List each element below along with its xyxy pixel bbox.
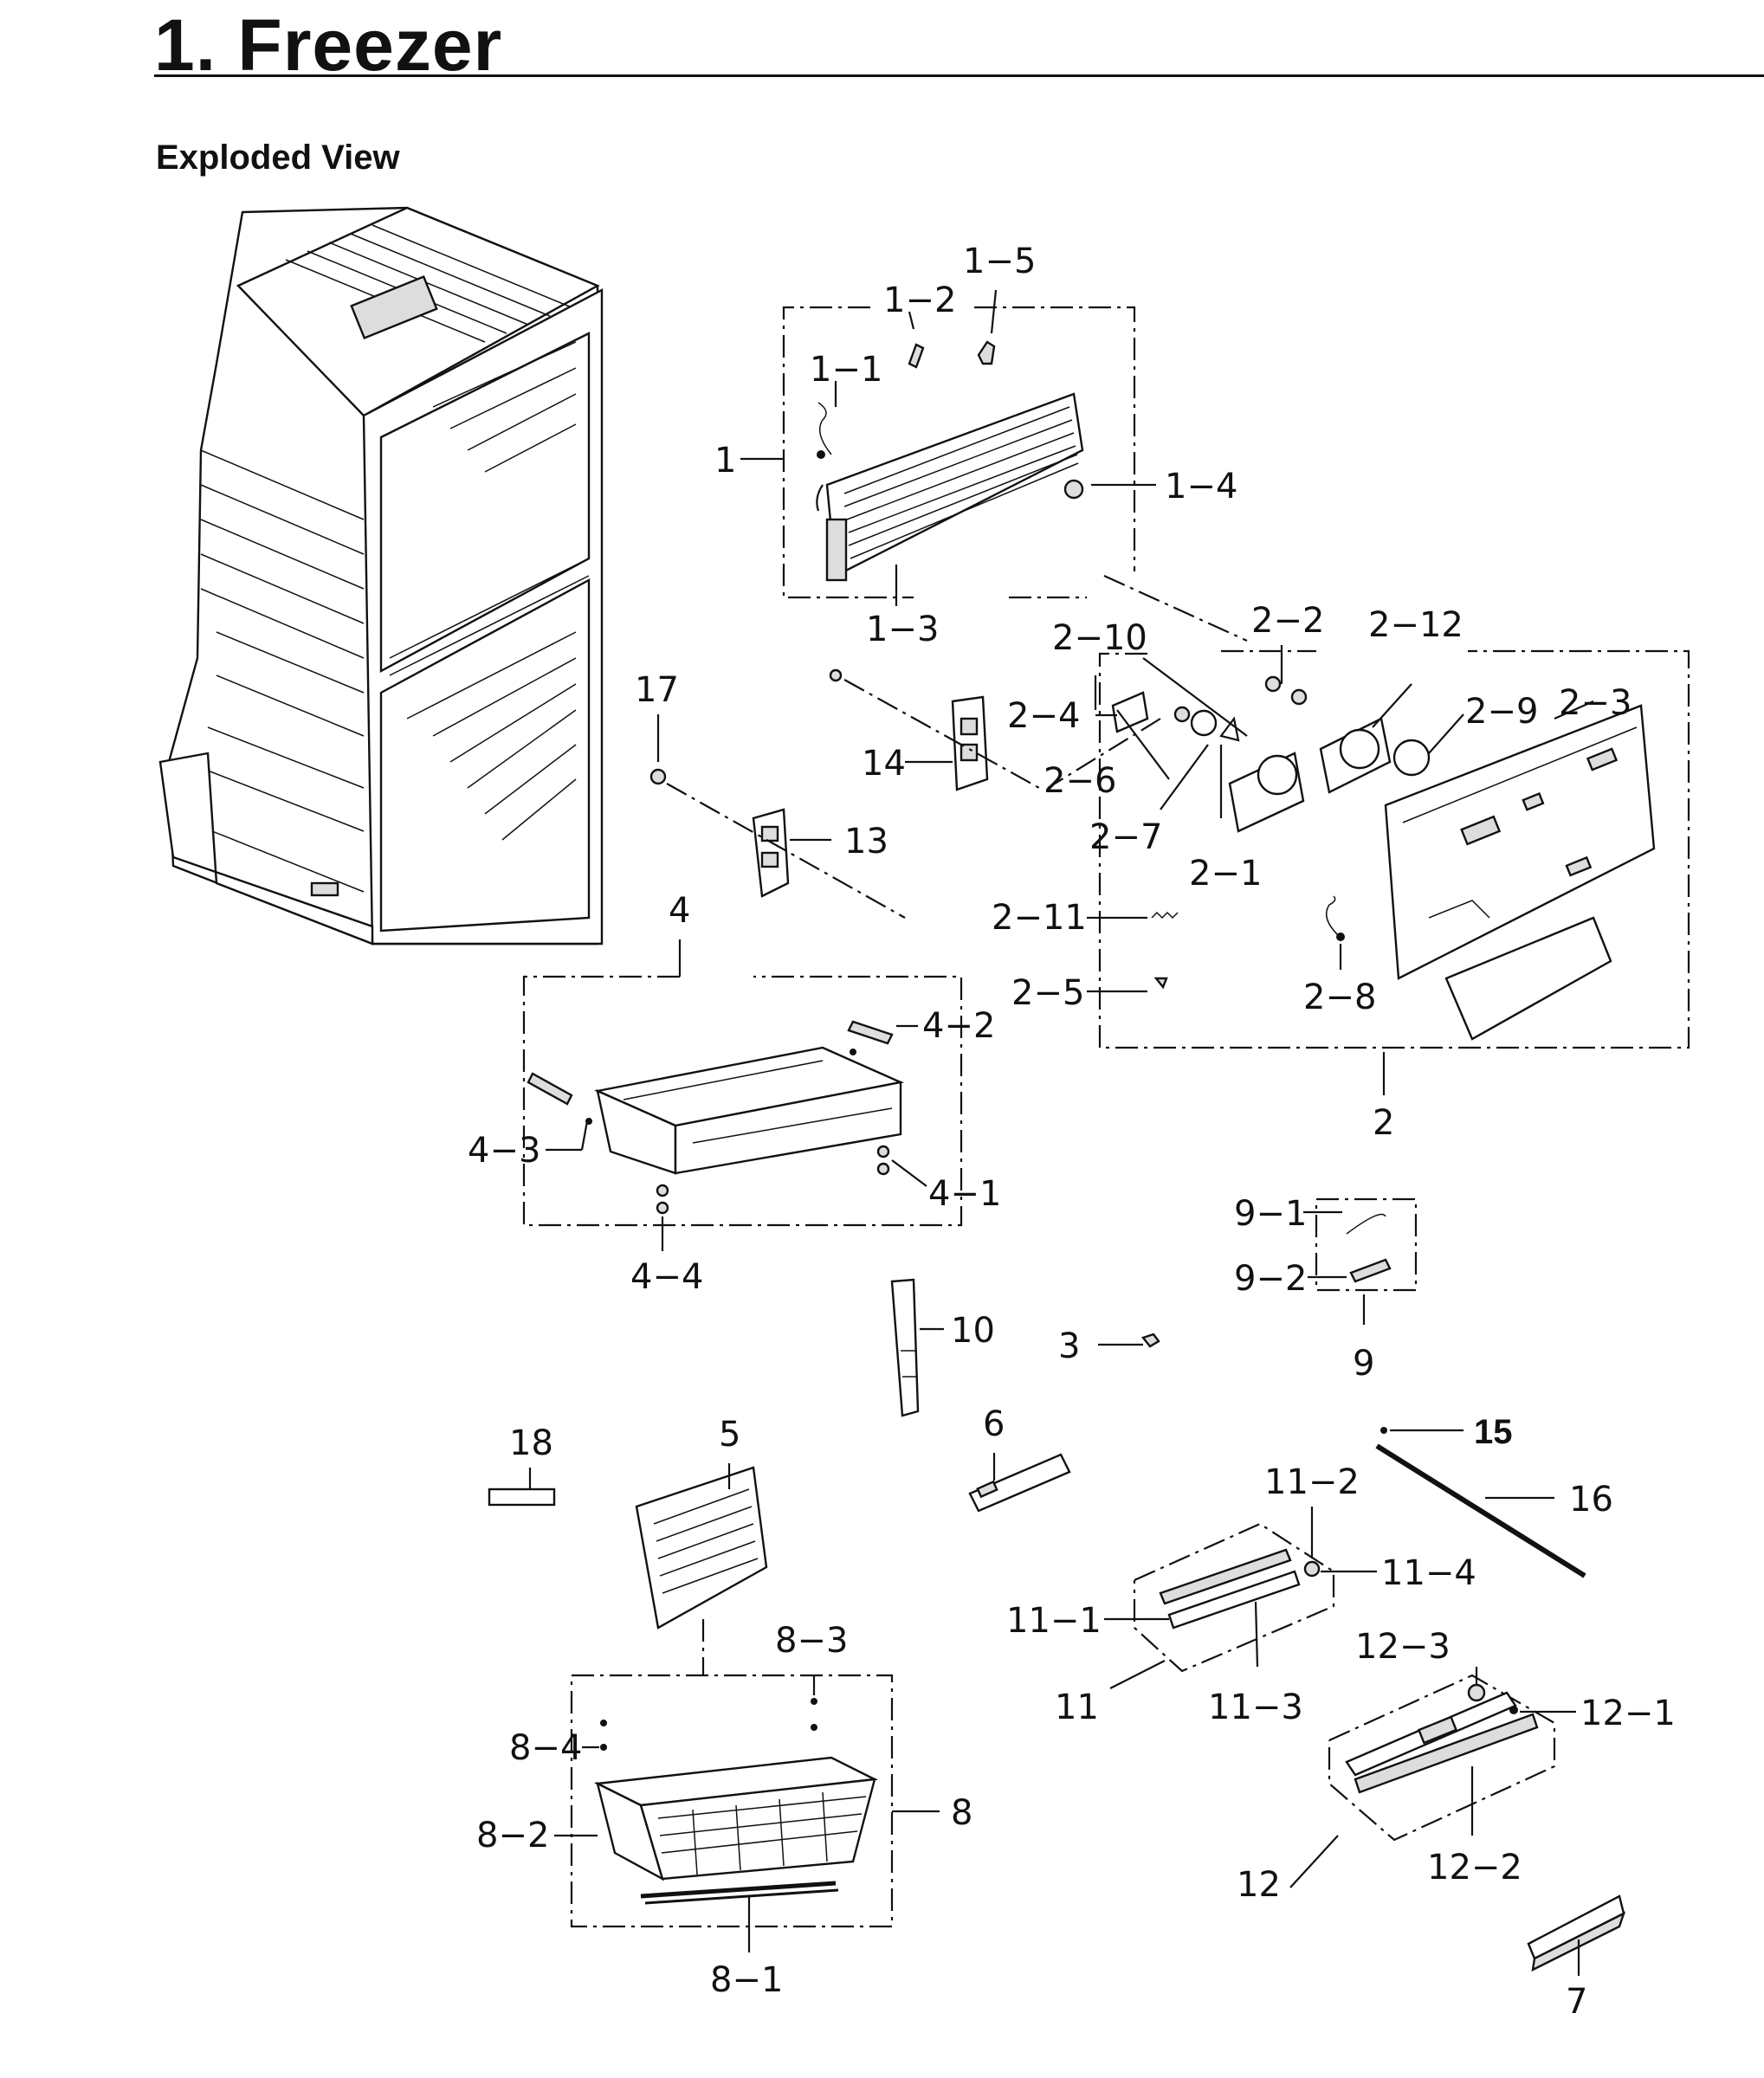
- callout-12: 12: [1237, 1865, 1281, 1905]
- callout-4-3: 4−3: [468, 1131, 540, 1171]
- callout-1-2: 1−2: [883, 281, 956, 320]
- rail-assembly-12: [1289, 1667, 1576, 1888]
- callout-11-4: 11−4: [1381, 1553, 1476, 1593]
- callout-14: 14: [862, 744, 906, 784]
- callout-2-1: 2−1: [1189, 854, 1262, 894]
- callout-9-1: 9−1: [1234, 1194, 1307, 1234]
- callout-11-2: 11−2: [1264, 1462, 1360, 1502]
- callout-18: 18: [509, 1423, 553, 1463]
- upper-drawer-assembly: [522, 939, 963, 1251]
- callout-12-1: 12−1: [1580, 1694, 1676, 1733]
- callout-8-1: 8−1: [710, 1960, 783, 2000]
- lower-basket-assembly: [554, 1674, 940, 1952]
- callout-9: 9: [1353, 1344, 1374, 1384]
- evaporator-assembly: [740, 289, 1248, 642]
- callout-2: 2: [1373, 1103, 1394, 1143]
- callout-2-6: 2−6: [1044, 761, 1116, 801]
- callout-4-4: 4−4: [630, 1257, 703, 1297]
- callout-2-2: 2−2: [1251, 601, 1324, 641]
- callout-4: 4: [669, 891, 690, 931]
- callout-3: 3: [1058, 1326, 1080, 1366]
- rail-assembly-11: [1104, 1507, 1377, 1689]
- callout-2-10: 2−10: [1052, 618, 1147, 658]
- callout-2-9: 2−9: [1465, 692, 1538, 732]
- callout-2-4: 2−4: [1007, 696, 1080, 736]
- callout-15: 15: [1474, 1413, 1513, 1451]
- parts-3-9-10: [890, 1197, 1418, 1417]
- callout-4-1: 4−1: [928, 1174, 1001, 1214]
- page-title: 1. Freezer: [154, 4, 503, 86]
- callout-5: 5: [719, 1415, 740, 1455]
- part-7: [1527, 1894, 1626, 1976]
- callout-2-5: 2−5: [1011, 973, 1084, 1013]
- callout-1-4: 1−4: [1165, 467, 1237, 507]
- callout-labels: 1 1−1 1−2 1−3 1−4 1−5 2 2−1 2−2 2−3 2−4 …: [468, 242, 1676, 2022]
- callout-2-11: 2−11: [992, 898, 1087, 938]
- callout-2-8: 2−8: [1303, 978, 1376, 1017]
- divider-part-5: [635, 1463, 768, 1675]
- callout-11-3: 11−3: [1208, 1688, 1303, 1727]
- callout-2-7: 2−7: [1089, 817, 1162, 857]
- callout-2-3: 2−3: [1559, 683, 1632, 723]
- callout-8: 8: [951, 1793, 972, 1833]
- callout-17: 17: [635, 670, 679, 710]
- callout-13: 13: [844, 822, 888, 862]
- duct-cover-assembly: [1047, 645, 1690, 1095]
- callout-7: 7: [1566, 1982, 1587, 2022]
- callout-11: 11: [1055, 1688, 1099, 1727]
- callout-6: 6: [983, 1404, 1005, 1444]
- callout-8-3: 8−3: [775, 1621, 848, 1661]
- duct-parts-13-14-17: [649, 668, 1040, 919]
- parts-6-15-16-18: [488, 1427, 1586, 1578]
- freezer-cabinet-illustration: [158, 206, 604, 945]
- callout-10: 10: [951, 1311, 995, 1351]
- callout-8-4: 8−4: [509, 1728, 582, 1768]
- callout-16: 16: [1569, 1480, 1613, 1520]
- callout-12-2: 12−2: [1427, 1848, 1522, 1888]
- callout-1-1: 1−1: [810, 350, 882, 390]
- callout-1-5: 1−5: [963, 242, 1036, 281]
- section-label: Exploded View: [156, 139, 400, 177]
- callout-1: 1: [714, 441, 736, 481]
- callout-2-12: 2−12: [1368, 605, 1464, 645]
- callout-4-2: 4−2: [922, 1006, 995, 1046]
- title-rule: [154, 74, 1764, 77]
- callout-9-2: 9−2: [1234, 1259, 1307, 1299]
- callout-12-3: 12−3: [1355, 1627, 1451, 1667]
- callout-1-3: 1−3: [866, 610, 939, 649]
- callout-8-2: 8−2: [476, 1816, 549, 1855]
- callout-11-1: 11−1: [1006, 1601, 1102, 1641]
